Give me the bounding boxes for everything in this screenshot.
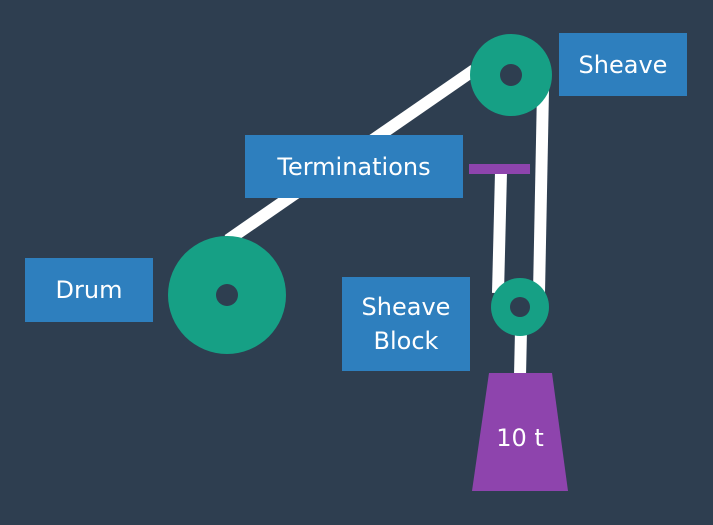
rope-sheave-to-block (533, 89, 549, 294)
drum-label: Drum (25, 258, 153, 322)
sheave-block-label-line2: Block (373, 327, 439, 355)
sheave-block-label: Sheave Block (342, 277, 470, 371)
sheave-block-hub (510, 297, 530, 317)
sheave-label-text: Sheave (578, 50, 668, 79)
weight-block (472, 373, 568, 491)
sheave-block-label-line1: Sheave (361, 293, 451, 321)
termination-bar (469, 164, 530, 174)
rope-termination-to-block (492, 171, 507, 294)
drum-hub (216, 284, 238, 306)
weight-label: 10 t (480, 422, 560, 454)
top-sheave-hub (500, 64, 522, 86)
terminations-label: Terminations (245, 135, 463, 198)
drum-label-text: Drum (55, 276, 123, 304)
weight-label-text: 10 t (496, 424, 544, 452)
rope-block-to-weight (514, 329, 527, 377)
sheave-label: Sheave (559, 33, 687, 96)
terminations-label-text: Terminations (277, 152, 431, 181)
